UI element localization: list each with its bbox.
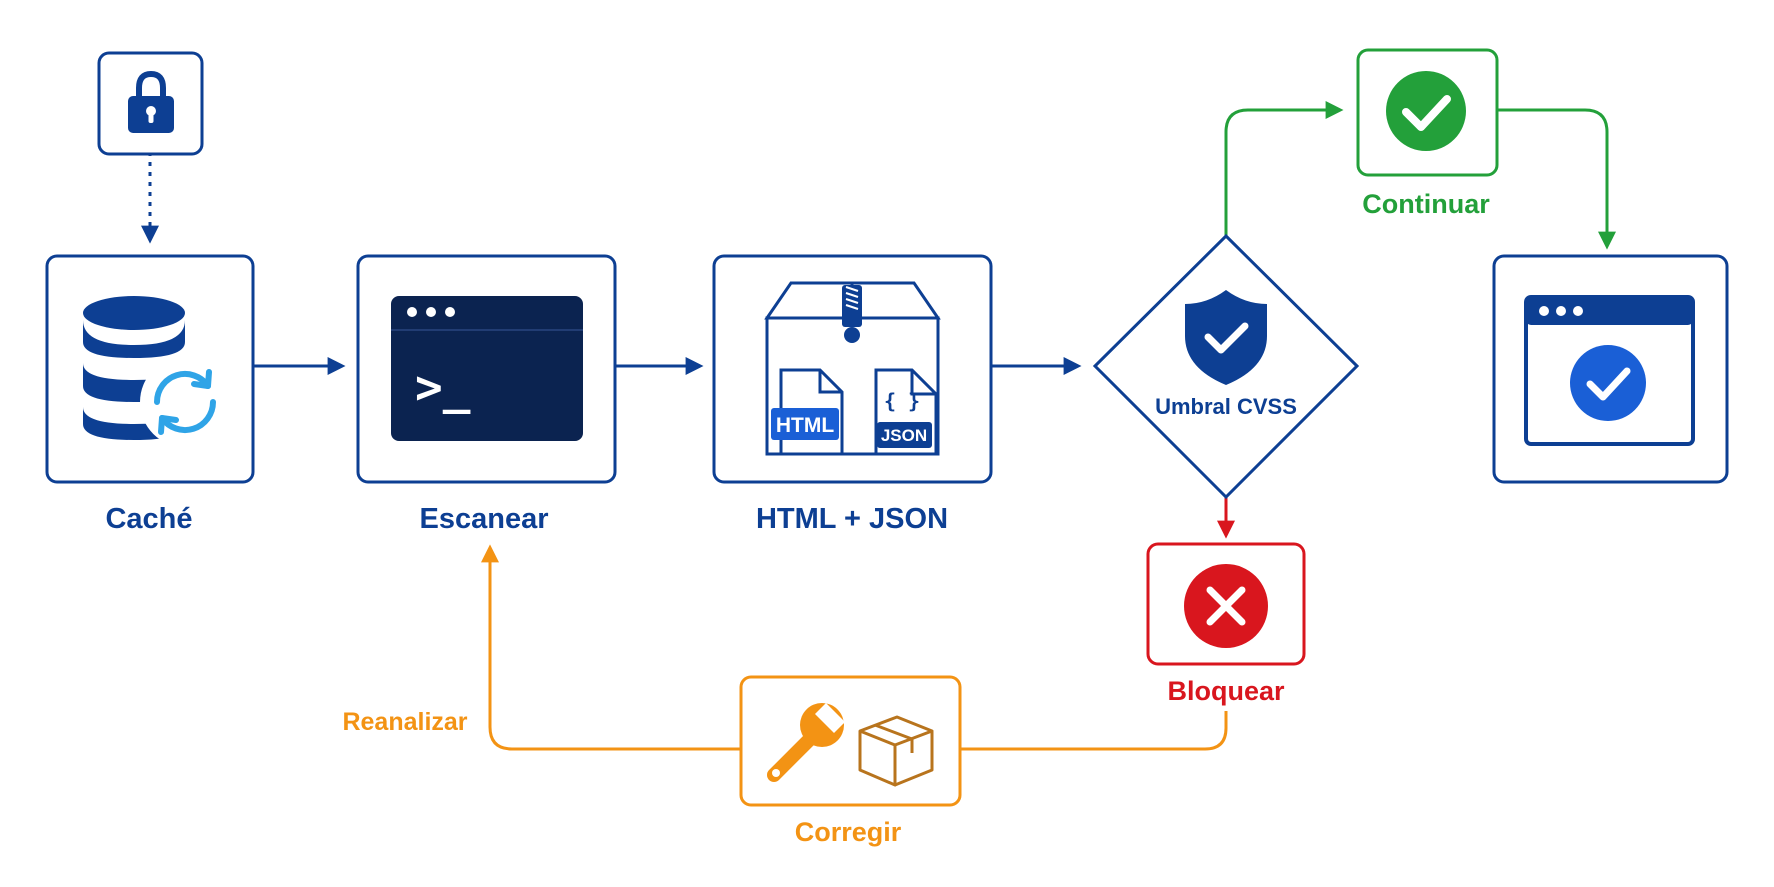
block-label: Bloquear bbox=[1167, 676, 1285, 706]
json-file-icon: { } JSON bbox=[874, 368, 938, 456]
scan-label: Escanear bbox=[420, 503, 549, 535]
report-node[interactable]: HTML { } JSON HTML + JSON bbox=[712, 254, 993, 535]
terminal-prompt: >_ bbox=[415, 360, 471, 414]
check-circle-icon bbox=[1386, 71, 1466, 151]
lock-icon bbox=[128, 70, 174, 133]
scan-node[interactable]: >_ Escanear bbox=[356, 254, 617, 535]
report-label: HTML + JSON bbox=[756, 503, 948, 535]
html-file-tag: HTML bbox=[776, 414, 834, 437]
rescan-label: Reanalizar bbox=[342, 708, 467, 736]
cache-label: Caché bbox=[105, 503, 192, 535]
edge-gate-to-continue bbox=[1224, 101, 1344, 236]
fix-label: Corregir bbox=[795, 817, 902, 847]
package-icon bbox=[858, 715, 934, 787]
wrench-icon bbox=[767, 703, 845, 782]
lock-node[interactable] bbox=[97, 51, 204, 156]
browser-check-icon bbox=[1524, 295, 1695, 446]
json-braces: { } bbox=[884, 389, 920, 413]
deploy-node[interactable] bbox=[1492, 254, 1729, 484]
edge-fix-to-scan bbox=[481, 544, 741, 751]
shield-check-icon bbox=[1185, 290, 1267, 385]
continue-label: Continuar bbox=[1362, 189, 1490, 219]
edge-continue-to-deploy bbox=[1498, 108, 1616, 250]
json-file-tag: JSON bbox=[881, 426, 927, 445]
edge-block-to-fix bbox=[960, 711, 1228, 751]
continue-node[interactable]: Continuar bbox=[1356, 48, 1499, 219]
cache-node[interactable]: Caché bbox=[45, 254, 255, 535]
archive-box-icon bbox=[764, 281, 941, 456]
terminal-icon: >_ bbox=[391, 296, 583, 441]
edges bbox=[141, 101, 1616, 751]
gate-label: Umbral CVSS bbox=[1155, 394, 1297, 419]
gate-node[interactable]: Umbral CVSS bbox=[1092, 233, 1360, 500]
sync-icon bbox=[154, 369, 216, 435]
x-circle-icon bbox=[1184, 564, 1268, 648]
block-node[interactable]: Bloquear bbox=[1146, 542, 1306, 706]
html-file-icon: HTML bbox=[771, 368, 844, 456]
fix-node[interactable]: Corregir bbox=[739, 675, 962, 847]
